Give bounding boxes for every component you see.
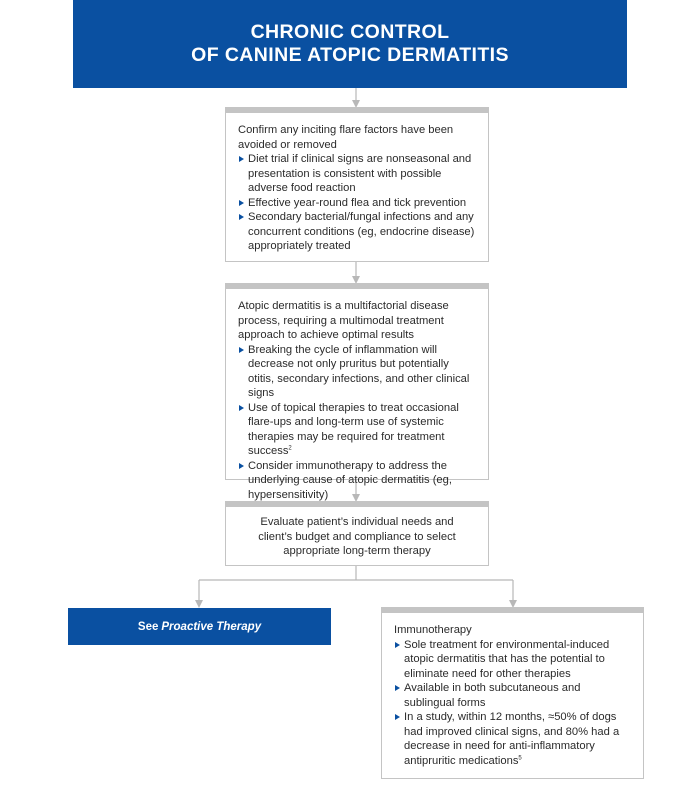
flare-factors-intro: Confirm any inciting flare factors have …	[238, 124, 454, 151]
title-line-1: CHRONIC CONTROL	[250, 21, 450, 43]
see-proactive-therapy-link[interactable]: See Proactive Therapy	[68, 608, 331, 645]
list-item: Consider immunotherapy to address the un…	[238, 459, 476, 503]
list-item-text: Use of topical therapies to treat occasi…	[248, 401, 459, 458]
immunotherapy-list: Sole treatment for environmental-induced…	[394, 638, 631, 769]
list-item: Sole treatment for environmental-induced…	[394, 638, 631, 682]
list-item-text: In a study, within 12 months, ≈50% of do…	[404, 711, 620, 767]
title-line-2: OF CANINE ATOPIC DERMATITIS	[191, 44, 509, 66]
list-item: Available in both subcutaneous and subli…	[394, 681, 631, 710]
flare-factors-box: Confirm any inciting flare factors have …	[225, 107, 489, 262]
evaluate-needs-text: Evaluate patient’s individual needs and …	[258, 516, 456, 557]
list-item: Secondary bacterial/fungal infections an…	[238, 210, 476, 254]
reference-superscript: 2	[288, 445, 292, 452]
multimodal-intro: Atopic dermatitis is a multifactorial di…	[238, 300, 449, 341]
immunotherapy-title: Immunotherapy	[394, 624, 472, 636]
multimodal-list: Breaking the cycle of inflammation will …	[238, 343, 476, 503]
evaluate-needs-box: Evaluate patient’s individual needs and …	[225, 501, 489, 566]
multimodal-approach-box: Atopic dermatitis is a multifactorial di…	[225, 283, 489, 501]
immunotherapy-box: Immunotherapy Sole treatment for environ…	[381, 607, 644, 779]
flare-factors-list: Diet trial if clinical signs are nonseas…	[238, 152, 476, 254]
list-item: In a study, within 12 months, ≈50% of do…	[394, 710, 631, 768]
page-title-banner: CHRONIC CONTROL OF CANINE ATOPIC DERMATI…	[73, 0, 627, 88]
list-item: Effective year-round flea and tick preve…	[238, 196, 476, 211]
list-item: Breaking the cycle of inflammation will …	[238, 343, 476, 401]
link-emphasis: Proactive Therapy	[161, 620, 262, 633]
link-prefix: See	[137, 620, 159, 633]
reference-superscript: 5	[518, 754, 522, 761]
list-item: Diet trial if clinical signs are nonseas…	[238, 152, 476, 196]
list-item: Use of topical therapies to treat occasi…	[238, 401, 476, 459]
